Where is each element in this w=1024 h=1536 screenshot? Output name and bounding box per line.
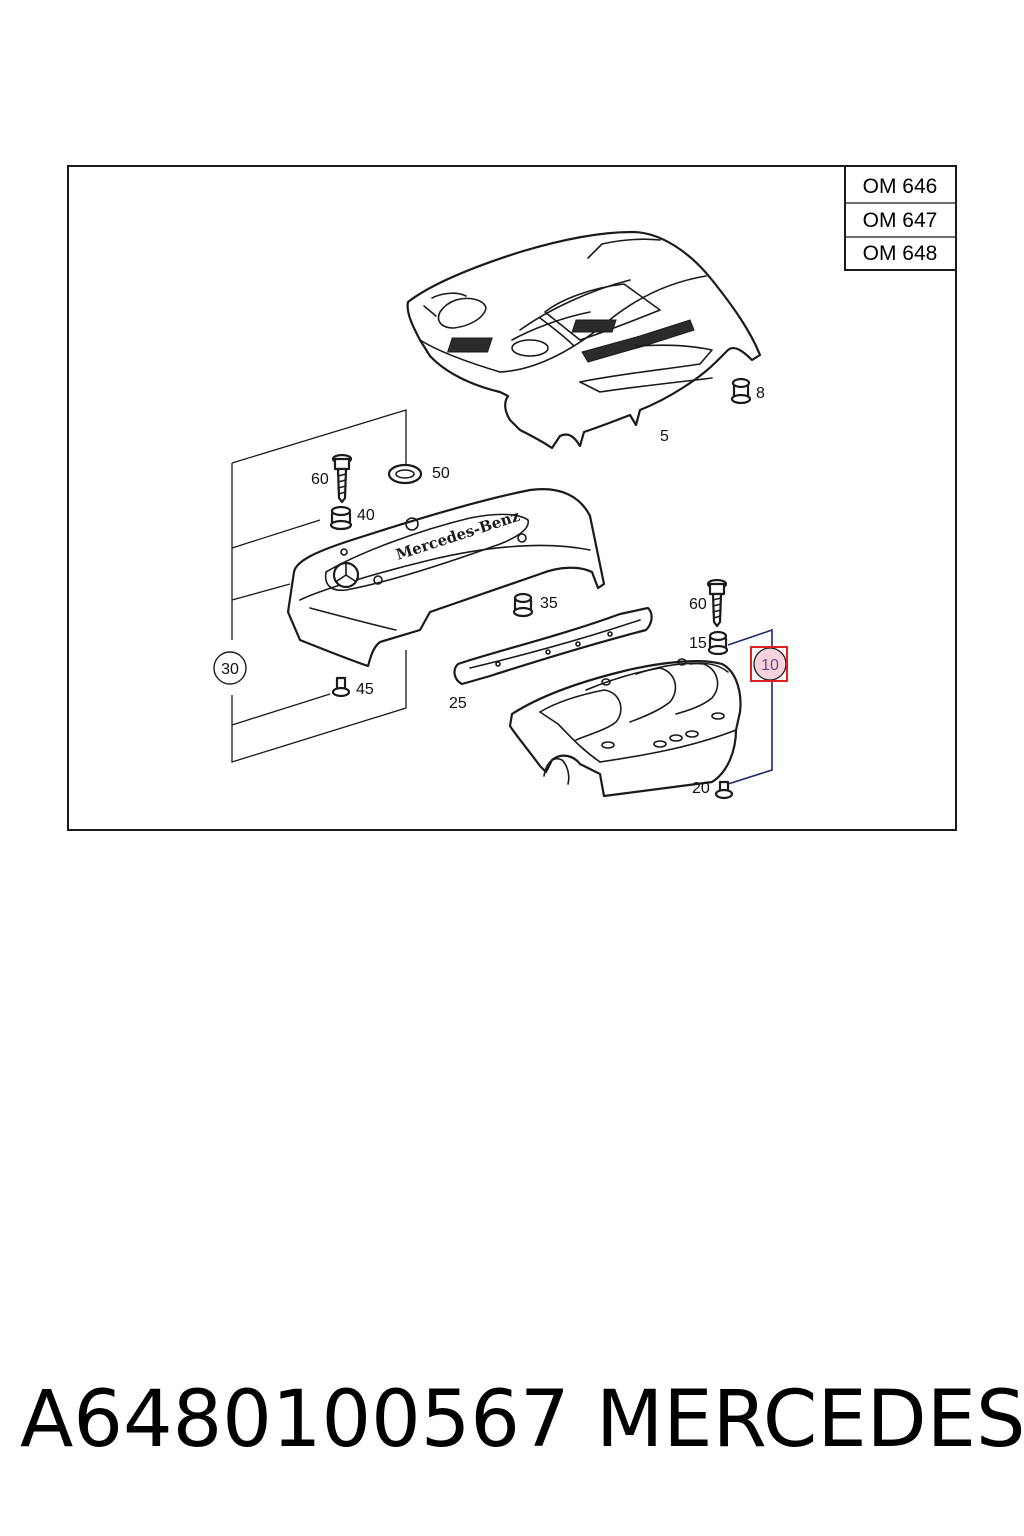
brand-label: MERCEDES — [596, 1375, 1024, 1465]
sealing-ring-part — [387, 463, 423, 485]
variant-om646: OM 646 — [863, 175, 938, 198]
air-intake-grille — [446, 319, 695, 363]
callout-40: 40 — [357, 507, 375, 524]
grommet-part — [730, 377, 752, 405]
callout-50: 50 — [432, 465, 450, 482]
callout-10-highlight[interactable]: 10 — [750, 646, 788, 682]
lower-engine-cover-part — [508, 658, 742, 798]
diagram-frame — [67, 165, 957, 831]
variant-om647: OM 647 — [863, 209, 938, 232]
part-number-label: A6480100567 — [20, 1375, 570, 1465]
bolt-part-left — [331, 453, 353, 504]
callout-10: 10 — [761, 657, 779, 674]
grommet-part-15 — [707, 630, 729, 656]
callout-35: 35 — [540, 595, 558, 612]
grommet-part-40 — [329, 505, 353, 531]
callout-30-circle: 30 — [213, 651, 247, 685]
callout-8: 8 — [756, 385, 765, 402]
callout-15: 15 — [689, 635, 707, 652]
variant-table: OM 646 OM 647 OM 648 — [844, 165, 957, 271]
callout-5: 5 — [660, 428, 669, 445]
callout-20: 20 — [692, 780, 710, 797]
group-30-bracket — [231, 409, 407, 763]
callout-45: 45 — [356, 681, 374, 698]
mercedes-star-emblem — [332, 561, 360, 589]
stud-part-20 — [714, 780, 734, 800]
bolt-part-right — [706, 578, 728, 628]
callout-30: 30 — [221, 661, 239, 678]
callout-60-right: 60 — [689, 596, 707, 613]
highlight-box — [750, 646, 788, 682]
engine-trim-cover-part: Mercedes-Benz — [286, 488, 606, 668]
stud-part-45 — [331, 676, 351, 698]
footer: A6480100567 MERCEDES — [0, 1372, 1024, 1472]
trim-strip-part — [453, 606, 653, 686]
group-10-bracket — [727, 628, 773, 785]
variant-om648: OM 648 — [863, 242, 938, 265]
engine-cover-top-part — [406, 230, 762, 450]
grommet-part-35 — [512, 592, 534, 618]
callout-60-left: 60 — [311, 471, 329, 488]
callout-25: 25 — [449, 695, 467, 712]
